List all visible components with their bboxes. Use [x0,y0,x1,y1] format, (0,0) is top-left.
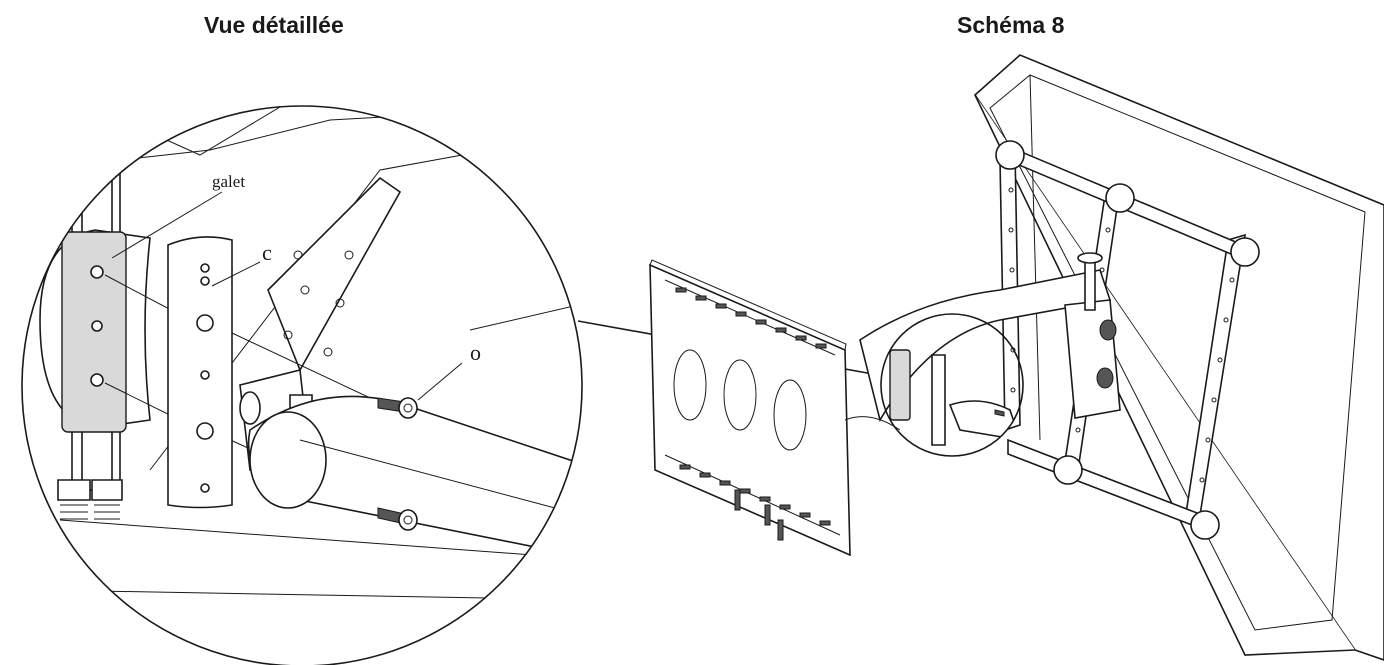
part-o-label: o [470,340,481,365]
detail-view-title: Vue détaillée [204,12,344,38]
diagram-title: Schéma 8 [957,12,1065,38]
detail-callout-circle [880,313,1024,457]
screw-o [377,397,418,531]
detail-circle [21,105,583,665]
roller-label: galet [212,172,245,191]
detail-view: galet c o [21,105,583,665]
part-c-label: c [262,240,272,265]
overall-diagram [649,54,1384,661]
